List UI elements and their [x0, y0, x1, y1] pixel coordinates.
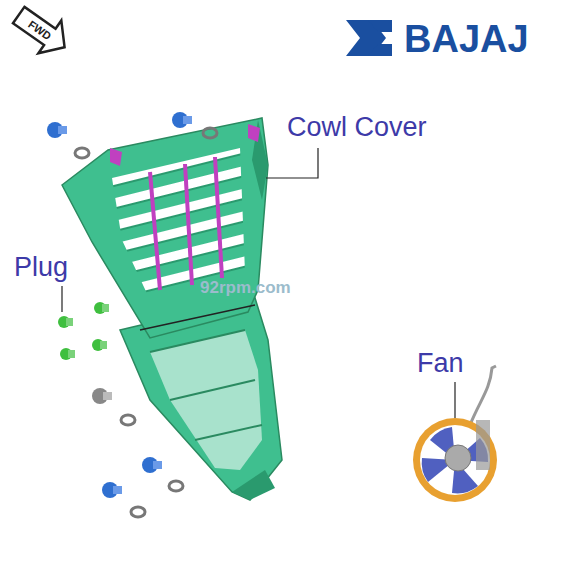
part-name: Plug	[14, 254, 68, 281]
fwd-icon	[7, 0, 76, 64]
cowl-cover	[62, 118, 282, 500]
brand-logo-text: BAJAJ	[404, 20, 529, 58]
watermark: 92rpm.com	[200, 279, 291, 296]
leader-lines	[62, 148, 455, 418]
fan	[413, 366, 497, 502]
fasteners	[47, 112, 260, 517]
part-name: Cowl Cover	[287, 114, 427, 141]
part-name: Fan	[417, 350, 464, 377]
bajaj-logo-mark	[346, 20, 392, 56]
